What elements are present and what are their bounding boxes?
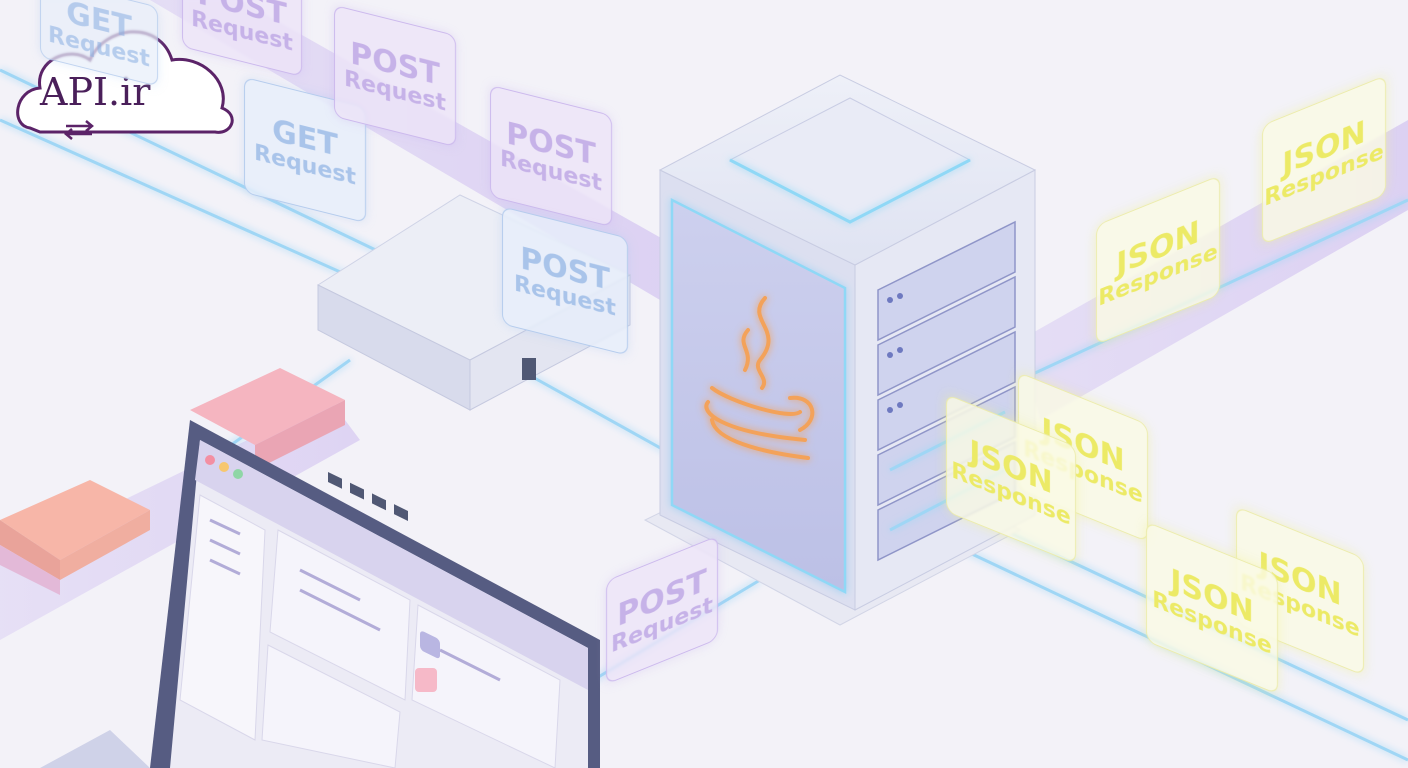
data-block-middle <box>190 368 345 470</box>
laptop <box>40 420 600 768</box>
exchange-arrows-icon <box>64 120 94 140</box>
data-block-left <box>0 480 150 595</box>
java-logo-icon <box>704 296 815 460</box>
